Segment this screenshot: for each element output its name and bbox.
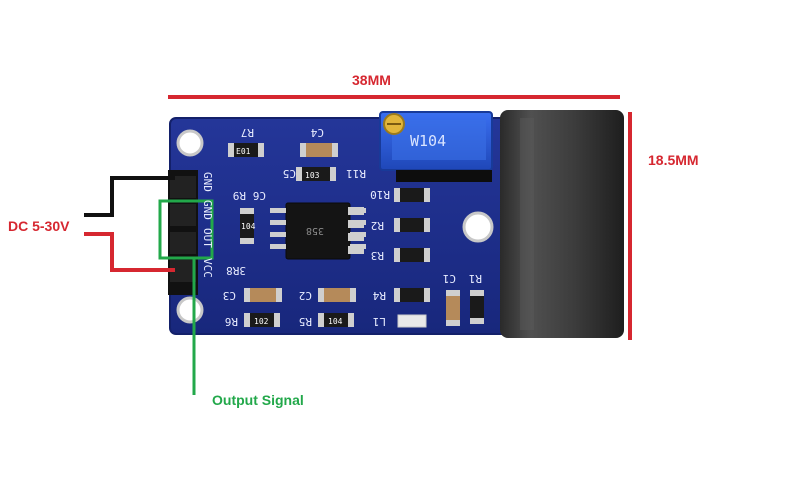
silk-c6: C6 [253,189,266,202]
pin-label-gnd-1: GND [201,172,214,192]
pin-label-gnd-2: GND [201,200,214,220]
silk-r7: R7 [241,126,254,139]
pin-label-vcc: VCC [201,258,214,278]
pin-label-out: OUT [201,228,214,248]
silk-pot-label: W104 [410,132,446,150]
current-transformer-core [500,110,624,338]
op-amp-chip [285,202,351,260]
silk-r10: R10 [370,188,390,201]
output-signal-highlight [158,199,214,260]
mounting-hole-bottom-left [176,296,204,324]
silk-r1: R1 [469,272,482,285]
silk-c1: C1 [443,272,456,285]
silk-c2: C2 [299,289,312,302]
smd-components [228,143,484,328]
mounting-hole-top-left [176,129,204,157]
silk-r11: R11 [346,167,366,180]
power-supply-label: DC 5-30V [8,218,70,234]
silk-r6-code: 102 [254,317,269,326]
silk-r6: R6 [225,315,238,328]
header-pins [170,176,196,282]
current-transformer-highlight [520,118,534,330]
silk-r5: R5 [299,315,312,328]
potentiometer-base [396,170,492,182]
silk-c6-code: 104 [241,222,256,231]
output-signal-label: Output Signal [212,392,304,408]
silk-chip-code: 358 [306,225,324,236]
potentiometer-face [392,120,486,160]
silk-r5-code: 104 [328,317,343,326]
silk-r7-code: E01 [236,147,251,156]
black-wire [84,176,175,217]
height-label: 18.5MM [648,152,699,168]
silk-c4: C4 [310,126,324,139]
silk-r9: R9 [233,189,246,202]
silk-r8: 3R8 [226,264,246,277]
silk-r4: R4 [372,289,386,302]
silk-c5-code: 103 [305,171,320,180]
silk-r2: R2 [371,219,384,232]
silk-l1: L1 [373,315,386,328]
red-wire [84,232,175,272]
silk-r3: R3 [371,249,384,262]
silk-c3: C3 [223,289,236,302]
width-label: 38MM [352,72,391,88]
silk-c5: C5 [283,167,296,180]
mounting-hole-right [462,211,494,243]
